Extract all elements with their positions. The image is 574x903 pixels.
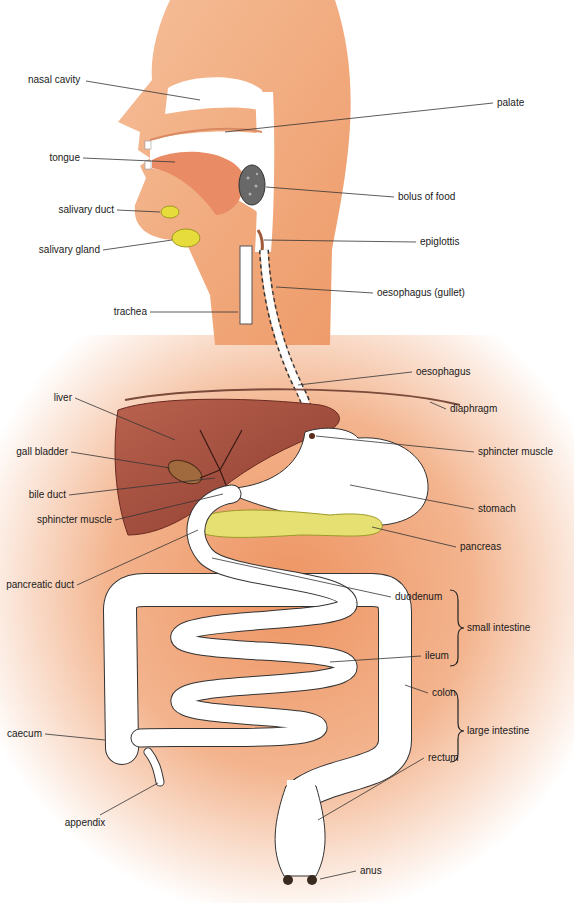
palate — [150, 129, 262, 140]
epiglottis — [258, 230, 262, 252]
bolus — [239, 165, 265, 205]
bolus-speckle — [247, 173, 259, 196]
trachea — [240, 246, 252, 324]
part-label: oesophagus (gullet) — [377, 287, 465, 299]
part-label: diaphragm — [450, 403, 497, 415]
pancreas — [195, 510, 382, 537]
part-label: large intestine — [467, 725, 529, 737]
part-label: pancreas — [460, 541, 501, 553]
part-label: trachea — [114, 306, 147, 318]
part-label: ileum — [425, 650, 449, 662]
part-label: colon — [432, 687, 456, 699]
anus — [283, 875, 293, 885]
rectum — [275, 786, 325, 876]
part-label: liver — [54, 392, 72, 404]
part-label: salivary duct — [58, 204, 114, 216]
appendix — [148, 752, 160, 782]
part-label: duodenum — [395, 591, 442, 603]
part-label: caecum — [7, 728, 42, 740]
part-label: tongue — [49, 152, 80, 164]
bracket — [450, 590, 464, 666]
part-label: gall bladder — [16, 446, 68, 458]
nasal-cavity — [165, 77, 268, 114]
part-label: salivary gland — [39, 244, 100, 256]
small-intestine — [140, 494, 348, 738]
salivary-duct — [161, 206, 179, 218]
part-label: appendix — [65, 817, 106, 829]
part-label: small intestine — [467, 622, 530, 634]
part-label: stomach — [478, 503, 516, 515]
sphincter — [309, 433, 315, 439]
tooth — [145, 161, 151, 169]
part-label: bolus of food — [398, 191, 455, 203]
part-label: sphincter muscle — [478, 446, 553, 458]
part-label: rectum — [428, 752, 459, 764]
tooth — [145, 141, 151, 149]
bracket — [450, 690, 464, 762]
head — [118, 0, 351, 345]
part-label: oesophagus — [416, 366, 471, 378]
bile-duct — [200, 430, 242, 490]
part-label: anus — [360, 865, 382, 877]
torso-ground — [0, 335, 574, 903]
rectum-join — [287, 780, 315, 794]
part-label: nasal cavity — [28, 74, 80, 86]
part-label: palate — [497, 97, 524, 109]
anus — [307, 875, 317, 885]
appendix-edge — [148, 752, 160, 782]
leader-lines — [45, 81, 493, 879]
salivary-gland — [172, 229, 200, 247]
gall-bladder — [164, 455, 205, 488]
small-intestine-edge — [140, 494, 348, 738]
part-label: bile duct — [29, 489, 66, 501]
part-label: pancreatic duct — [6, 579, 74, 591]
part-label: sphincter muscle — [37, 514, 112, 526]
part-label: epiglottis — [420, 236, 459, 248]
